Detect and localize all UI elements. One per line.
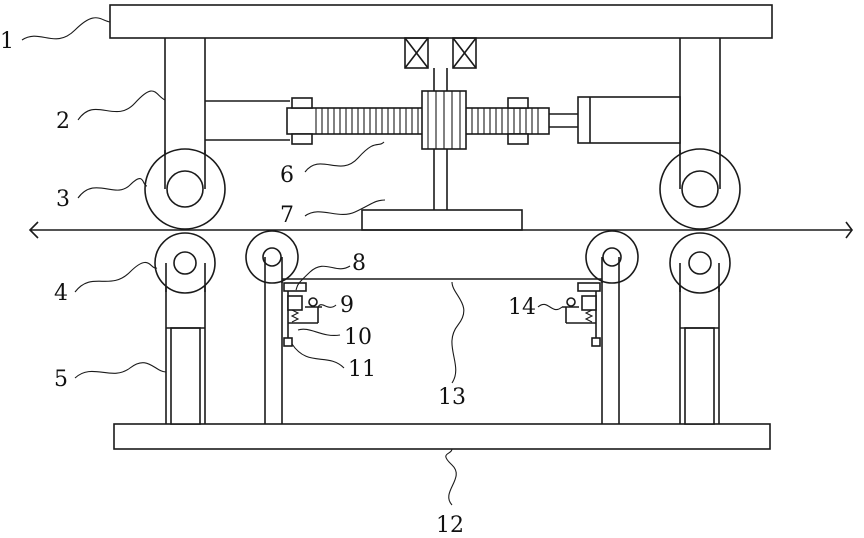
label-2: 2 — [56, 109, 70, 134]
cylinder-housing — [578, 97, 680, 143]
motor-block — [405, 38, 476, 68]
right-upper-roller — [660, 149, 740, 229]
label-10: 10 — [344, 325, 372, 350]
label-14: 14 — [508, 295, 536, 320]
label-13: 13 — [438, 385, 466, 410]
label-8: 8 — [352, 251, 366, 276]
press-block — [362, 210, 522, 230]
label-4: 4 — [54, 281, 68, 306]
right-inner-post — [586, 231, 638, 424]
label-12: 12 — [436, 513, 464, 538]
label-9: 9 — [340, 293, 354, 318]
label-5: 5 — [54, 367, 68, 392]
label-6: 6 — [280, 163, 294, 188]
base-plate — [114, 424, 770, 449]
label-3: 3 — [56, 187, 70, 212]
left-inner-post — [246, 231, 298, 424]
label-7: 7 — [280, 203, 294, 228]
right-clamp — [562, 283, 600, 346]
screw-rod — [287, 91, 549, 149]
left-upper-roller — [145, 149, 225, 229]
top-plate — [110, 5, 772, 38]
label-1: 1 — [0, 29, 14, 54]
right-outer-column — [670, 233, 730, 424]
left-outer-column — [155, 233, 215, 424]
label-11: 11 — [348, 357, 376, 382]
left-clamp — [284, 283, 322, 346]
